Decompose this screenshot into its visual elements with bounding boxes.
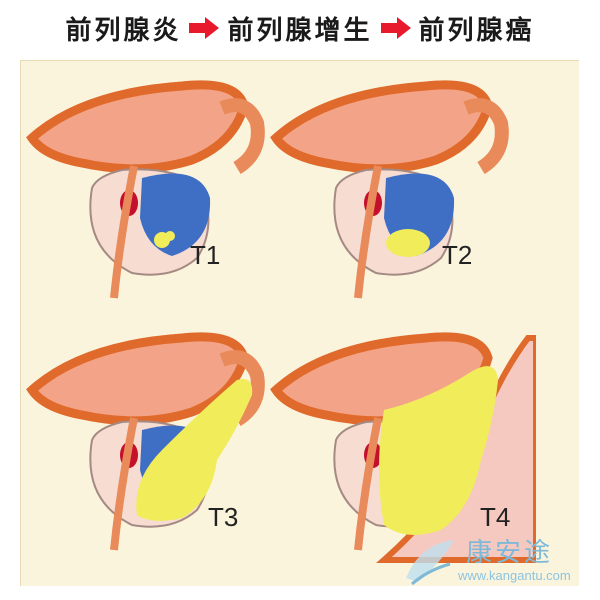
panel-t1: T1 (22, 68, 292, 323)
title-bar: 前列腺炎 前列腺增生 前列腺癌 (0, 0, 600, 56)
panel-t2: T2 (266, 68, 536, 323)
tumor-cluster (379, 366, 498, 535)
tumor-cluster (165, 231, 175, 241)
urethra-tube (354, 165, 382, 299)
vas-deferens (219, 98, 265, 175)
prostate-diagram-t1 (26, 80, 265, 299)
urethra-tube (354, 417, 382, 551)
stage-prostatitis: 前列腺炎 (65, 15, 182, 46)
watermark: 康安途 www.kangantu.com (400, 530, 571, 592)
prostate-diagram-t4 (270, 332, 536, 563)
stage-label-t1: T1 (190, 240, 221, 270)
watermark-url: www.kangantu.com (458, 568, 571, 583)
stage-label-t3: T3 (208, 502, 239, 532)
arrow-right-icon (380, 17, 411, 39)
bladder-shape (270, 80, 493, 174)
stage-label-t4: T4 (480, 502, 511, 532)
watermark-name: 康安途 (466, 538, 554, 568)
bladder-shape (26, 80, 249, 174)
stage-cancer: 前列腺癌 (418, 15, 535, 46)
urethra-tube (110, 417, 138, 551)
vas-deferens (219, 350, 265, 427)
leaf-logo-icon (406, 540, 454, 586)
urethra-tube (110, 165, 138, 299)
panel-t4: T4 (266, 320, 536, 575)
panel-t3: T3 (22, 320, 292, 575)
prostate-diagram-t2 (270, 80, 509, 299)
vas-deferens (463, 98, 509, 175)
tumor-cluster (386, 229, 430, 257)
prostate-diagram-t3 (26, 332, 265, 551)
stage-hyperplasia: 前列腺增生 (227, 15, 373, 46)
arrow-right-icon (189, 17, 220, 39)
tumor-cluster (136, 379, 253, 521)
stage-label-t2: T2 (442, 240, 473, 270)
bladder-shape (26, 332, 249, 426)
